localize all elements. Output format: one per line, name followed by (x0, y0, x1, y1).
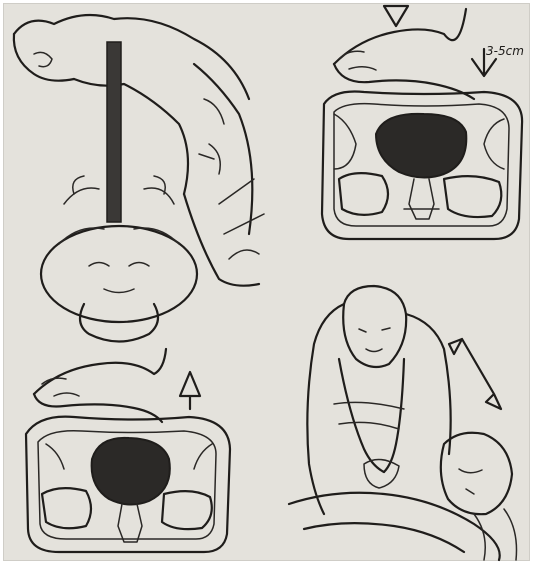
down-arrow-icon (384, 6, 408, 26)
compression-depth-label: 3-5cm (486, 44, 524, 58)
panel-chest-compression-down (322, 6, 522, 239)
illustration-frame: 3-5cm (3, 3, 530, 561)
up-down-arrow-icon (449, 339, 501, 409)
heart-recoil-icon (92, 438, 170, 505)
patient-head (441, 433, 512, 514)
panel-chest-recoil-up (26, 349, 230, 552)
up-arrow-icon (180, 372, 200, 409)
rescuer-hands (364, 459, 399, 488)
panel-airway-head-tilt (14, 15, 264, 342)
airway-rod (107, 42, 121, 222)
cpr-diagram (4, 4, 531, 562)
rescuer-head (343, 286, 406, 367)
heart-icon (376, 114, 466, 178)
panel-rescuer-compression-posture (289, 286, 517, 560)
